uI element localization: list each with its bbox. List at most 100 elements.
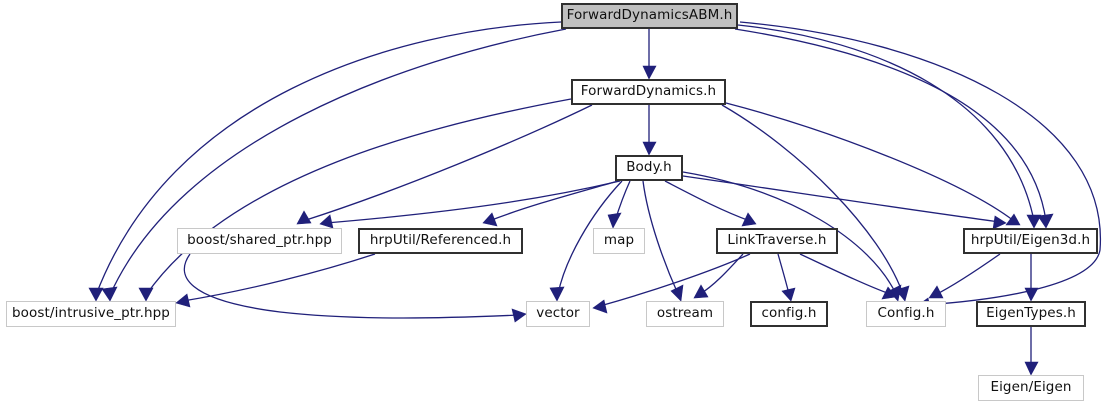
edge-referenced-to-intrusiveptr	[175, 253, 376, 308]
edge-arrowhead	[607, 212, 622, 229]
edge-linktraverse-to-vector	[592, 253, 751, 314]
graph-node-fd[interactable]: ForwardDynamics.h	[571, 79, 726, 105]
graph-node-label: EigenTypes.h	[986, 305, 1076, 322]
edge-arrowhead	[881, 286, 897, 300]
graph-node-label: Config.h	[877, 305, 935, 322]
edge-linktraverse-to-configupper	[799, 253, 897, 300]
edge-line	[725, 102, 1015, 222]
graph-node-label: ForwardDynamicsABM.h	[566, 7, 733, 24]
edge-fd-to-intrusiveptr	[138, 98, 572, 302]
edge-arrowhead	[296, 210, 312, 225]
edge-line	[145, 98, 572, 296]
graph-node-referenced[interactable]: hrpUtil/Referenced.h	[358, 228, 523, 254]
graph-node-sharedptr[interactable]: boost/shared_ptr.hpp	[177, 228, 342, 254]
edge-body-to-referenced	[482, 180, 619, 227]
edge-arrowhead	[592, 299, 608, 314]
graph-node-label: Eigen/Eigen	[990, 379, 1072, 396]
graph-node-eigentypes[interactable]: EigenTypes.h	[976, 301, 1086, 327]
edge-line	[325, 180, 621, 224]
edge-fd-to-configupper	[721, 104, 910, 302]
edge-arrowhead	[1037, 213, 1054, 229]
graph-node-label: Body.h	[626, 159, 672, 176]
edge-body-to-vector	[549, 180, 623, 302]
edge-arrowhead	[741, 212, 757, 227]
edge-arrowhead	[549, 286, 565, 302]
edge-line	[488, 180, 619, 222]
edge-arrowhead	[781, 287, 796, 302]
graph-node-vector[interactable]: vector	[526, 301, 590, 327]
edge-arrowhead	[1026, 214, 1042, 229]
edge-abm-to-eigen3d	[734, 28, 1054, 229]
edge-abm-to-intrusiveptr	[88, 21, 562, 302]
edge-line	[777, 253, 790, 295]
graph-node-eigen3d[interactable]: hrpUtil/Eigen3d.h	[963, 228, 1098, 254]
graph-node-label: hrpUtil/Referenced.h	[369, 232, 512, 249]
graph-node-label: ForwardDynamics.h	[580, 83, 717, 100]
graph-node-label: LinkTraverse.h	[727, 232, 827, 249]
edge-line	[182, 253, 376, 302]
edge-abm-to-configupper	[739, 21, 1101, 312]
graph-node-label: hrpUtil/Eigen3d.h	[970, 232, 1091, 249]
edge-arrowhead	[138, 287, 154, 302]
edge-line	[934, 253, 1001, 296]
edge-eigen3d-to-eigentypes	[1024, 254, 1039, 302]
edge-arrowhead	[482, 212, 498, 227]
graph-node-configlower[interactable]: config.h	[750, 301, 828, 327]
graph-node-label: map	[603, 232, 635, 249]
edge-arrowhead	[1024, 361, 1039, 376]
graph-node-label: vector	[536, 305, 580, 322]
edge-arrowhead	[642, 65, 657, 80]
graph-node-body[interactable]: Body.h	[615, 155, 683, 181]
edge-line	[642, 180, 679, 295]
edge-arrowhead	[642, 141, 657, 156]
edge-body-to-ostream	[642, 180, 684, 302]
graph-node-intrusiveptr[interactable]: boost/intrusive_ptr.hpp	[6, 301, 176, 327]
graph-node-map[interactable]: map	[593, 228, 645, 254]
edge-line	[739, 21, 1101, 306]
edge-fd-to-eigen3d	[725, 102, 1021, 226]
edge-line	[109, 28, 567, 296]
edge-arrowhead	[88, 287, 104, 302]
edge-line	[95, 21, 562, 296]
edge-linktraverse-to-configlower	[777, 253, 796, 302]
edge-line	[737, 24, 1035, 222]
graph-node-linktraverse[interactable]: LinkTraverse.h	[716, 228, 838, 254]
edge-arrowhead	[670, 284, 684, 302]
graph-node-eigeneigen[interactable]: Eigen/Eigen	[978, 375, 1084, 401]
graph-node-configupper[interactable]: Config.h	[866, 301, 946, 327]
edge-line	[682, 175, 1001, 223]
edge-line	[302, 104, 593, 222]
edge-line	[183, 253, 520, 319]
edge-abm-to-eigen3d	[737, 24, 1042, 229]
edge-arrowhead	[693, 284, 709, 299]
graph-node-label: ostream	[656, 305, 714, 322]
edge-arrowhead	[992, 215, 1007, 230]
edge-arrowhead	[175, 293, 191, 308]
edge-arrowhead	[1005, 213, 1021, 226]
edge-line	[664, 180, 751, 222]
edge-arrowhead	[319, 214, 334, 229]
edge-arrowhead	[511, 308, 527, 323]
edge-sharedptr-to-vector	[183, 253, 527, 323]
graph-node-ostream[interactable]: ostream	[646, 301, 724, 327]
edge-line	[721, 104, 904, 295]
edge-fd-to-sharedptr	[296, 104, 593, 225]
edge-body-to-sharedptr	[319, 180, 621, 229]
edge-linktraverse-to-ostream	[693, 253, 744, 299]
graph-node-label: config.h	[761, 305, 817, 322]
graph-node-abm[interactable]: ForwardDynamicsABM.h	[561, 3, 738, 29]
edge-body-to-linktraverse	[664, 180, 757, 227]
edge-line	[734, 28, 1047, 222]
edge-line	[799, 253, 891, 295]
edge-arrowhead	[101, 286, 118, 302]
edge-fd-to-body	[642, 105, 657, 156]
graph-node-label: boost/intrusive_ptr.hpp	[12, 305, 170, 322]
edge-arrowhead	[928, 285, 944, 299]
edge-abm-to-fd	[642, 29, 657, 80]
edge-arrowhead	[1024, 287, 1039, 302]
edge-body-to-eigen3d	[682, 175, 1007, 230]
edge-abm-to-intrusiveptr	[101, 28, 567, 302]
edge-line	[682, 171, 897, 295]
